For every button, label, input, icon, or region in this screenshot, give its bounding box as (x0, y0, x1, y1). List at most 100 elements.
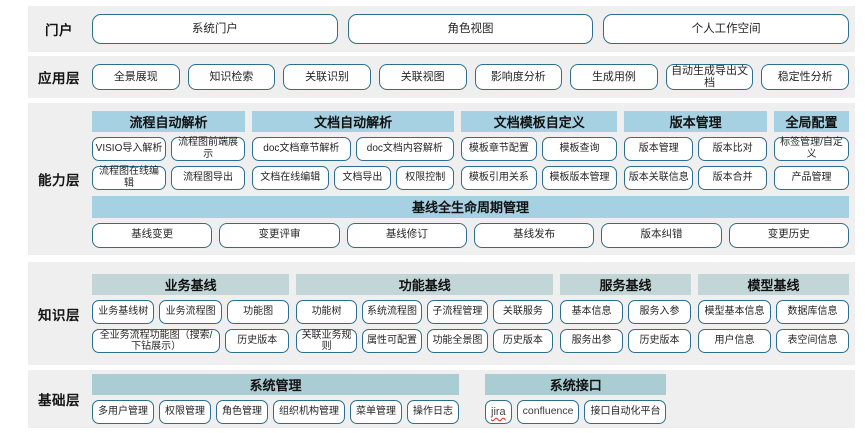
capability-item-node-doce69687e6a1a3e7aba0e88[interactable]: doc文档章节解析 (252, 136, 351, 161)
lifecycle-item-node-e59fbae7babfe58f91e5b883[interactable]: 基线发布 (473, 222, 595, 248)
knowledge-item-node-e58e86e58fb2e78988e69cac[interactable]: 历史版本 (492, 329, 554, 353)
app-item-node-e7949fe68890e794a8e4be8b[interactable]: 生成用例 (570, 64, 658, 90)
node-label: confluence (522, 405, 574, 418)
group-row: 关联业务规则属性可配置功能全景图历史版本 (296, 329, 554, 353)
capability-item-node-e78988e69cace6af94e5afb9[interactable]: 版本比对 (698, 136, 768, 161)
group-header: 全局配置 (774, 110, 849, 132)
foundation-item-node-confluence[interactable]: confluence (516, 400, 580, 424)
knowledge-group-node-e58a9fe883bde59fbae7babf: 功能基线功能树系统流程图子流程管理关联服务关联业务规则属性可配置功能全景图历史版… (296, 274, 554, 353)
portal-item-node-e8a792e889b2e8a786e59bbe[interactable]: 角色视图 (347, 14, 594, 44)
lifecycle-item-node-e58f98e69bb4e8af84e5aea1[interactable]: 变更评审 (219, 222, 340, 248)
knowledge-group-node-e4b89ae58aa1e59fbae7babf: 业务基线业务基线树业务流程图功能图全业务流程功能图（搜索/下钻展示）历史版本 (92, 274, 290, 353)
knowledge-item-node-e69c8de58aa1e585a5e58f82[interactable]: 服务入参 (628, 300, 691, 324)
foundation-item-node-e8a792e889b2e7aea1e79086[interactable]: 角色管理 (216, 400, 268, 424)
foundation-item-node-e7bb84e7bb87e69cbae69e84[interactable]: 组织机构管理 (273, 400, 345, 424)
capability-item-node-e69687e6a1a3e5afbce587ba[interactable]: 文档导出 (333, 165, 392, 190)
foundation-item-node-e69d83e99990e7aea1e79086[interactable]: 权限管理 (159, 400, 211, 424)
knowledge-item-node-e7b3bbe7bb9fe6b581e7a88b[interactable]: 系统流程图 (361, 300, 423, 324)
capability-item-node-e6b581e7a88be59bbee5898d[interactable]: 流程图前端展示 (171, 136, 246, 161)
app-item-node-e5bdb1e5938de5baa6e58886[interactable]: 影响度分析 (474, 64, 563, 90)
capability-item-node-e6b581e7a88be59bbee5afbc[interactable]: 流程图导出 (171, 165, 246, 190)
capability-group-node-e585a8e5b180e9858de7bdae: 全局配置标签管理/自定义产品管理 (774, 110, 849, 190)
knowledge-item-node-e58e86e58fb2e78988e69cac[interactable]: 历史版本 (225, 329, 290, 353)
knowledge-item-node-e58a9fe883bde59bbe[interactable]: 功能图 (226, 300, 290, 324)
knowledge-item-node-e59fbae69cace4bfa1e681af[interactable]: 基本信息 (560, 300, 624, 324)
layer-capability-label: 能力层 (38, 173, 80, 188)
capability-item-node-e6a087e7adbee7aea1e79086[interactable]: 标签管理/自定义 (774, 136, 849, 161)
lifecycle-item-node-e58f98e69bb4e58e86e58fb2[interactable]: 变更历史 (728, 222, 849, 248)
knowledge-item-node-e794a8e688b7e4bfa1e681af[interactable]: 用户信息 (697, 329, 771, 353)
capability-item-node-e6a8a1e69dbfe7aba0e88a82[interactable]: 模板章节配置 (461, 136, 537, 161)
capability-item-node-e6a8a1e69dbfe69fa5e8afa2[interactable]: 模板查询 (541, 136, 618, 161)
foundation-item-node-e68ea5e58fa3e887aae58aa8[interactable]: 接口自动化平台 (584, 400, 667, 424)
knowledge-item-node-e58a9fe883bde585a8e699af[interactable]: 功能全景图 (427, 329, 488, 353)
group-header: 业务基线 (92, 274, 290, 295)
capability-item-node-e69687e6a1a3e59ca8e7babf[interactable]: 文档在线编辑 (252, 165, 329, 190)
group-header: 版本管理 (624, 110, 768, 132)
knowledge-item-node-e585a8e4b89ae58aa1e6b581[interactable]: 全业务流程功能图（搜索/下钻展示） (92, 329, 221, 353)
knowledge-item-node-e4b89ae58aa1e6b581e7a88b[interactable]: 业务流程图 (159, 300, 222, 324)
knowledge-item-node-e5ad90e6b581e7a88be7aea1[interactable]: 子流程管理 (427, 300, 488, 324)
capability-item-node-doce69687e6a1a3e58685e5a[interactable]: doc文档内容解析 (355, 136, 455, 161)
lifecycle-item-node-e78988e69cace7baa0e99499[interactable]: 版本纠错 (601, 222, 722, 248)
knowledge-item-node-e4b89ae58aa1e59fbae7babf[interactable]: 业务基线树 (92, 300, 155, 324)
node-label: jira (491, 405, 506, 418)
capability-item-node-e6a8a1e69dbfe78988e69cac[interactable]: 模板版本管理 (541, 165, 618, 190)
capability-item-node-e6a8a1e69dbfe5bc95e794a8[interactable]: 模板引用关系 (461, 165, 537, 190)
group-header: 流程自动解析 (92, 110, 246, 132)
layer-knowledge-label: 知识层 (38, 307, 80, 323)
capability-item-node-visioe5afbce585a5e8a7a3e[interactable]: VISIO导入解析 (92, 136, 167, 161)
knowledge-item-node-e58e86e58fb2e78988e69cac[interactable]: 历史版本 (628, 329, 691, 353)
app-item-node-e585b3e88194e8af86e588ab[interactable]: 关联识别 (283, 64, 371, 90)
foundation-item-node-e6938de4bd9ce697a5e5bf97[interactable]: 操作日志 (407, 400, 459, 424)
group-row: 流程图在线编辑流程图导出 (92, 165, 246, 190)
capability-item-node-e4baa7e59381e7aea1e79086[interactable]: 产品管理 (774, 165, 849, 190)
knowledge-item-node-e585b3e88194e4b89ae58aa1[interactable]: 关联业务规则 (296, 329, 357, 353)
app-item-node-e7a8b3e5ae9ae680a7e58886[interactable]: 稳定性分析 (761, 64, 849, 90)
layer-application: 应用层 全景展现知识检索关联识别关联视图影响度分析生成用例自动生成导出文档稳定性… (28, 56, 855, 98)
capability-item-node-e6b581e7a88be59bbee59ca8[interactable]: 流程图在线编辑 (92, 165, 167, 190)
group-row: 模板引用关系模板版本管理 (461, 165, 618, 190)
group-header: 文档自动解析 (252, 110, 455, 132)
app-item-node-e79fa5e8af86e6a380e7b4a2[interactable]: 知识检索 (187, 64, 276, 90)
group-row: 服务出参历史版本 (560, 329, 691, 353)
knowledge-item-node-e585b3e88194e69c8de58aa1[interactable]: 关联服务 (492, 300, 554, 324)
app-item-node-e887aae58aa8e7949fe68890[interactable]: 自动生成导出文档 (665, 64, 754, 90)
knowledge-item-node-e695b0e68daee5ba93e4bfa1[interactable]: 数据库信息 (776, 300, 850, 324)
group-header: 服务基线 (560, 274, 691, 295)
group-header: 文档模板自定义 (461, 110, 618, 132)
group-row: 用户信息表空间信息 (697, 329, 850, 353)
layer-foundation-label: 基础层 (38, 393, 80, 408)
knowledge-item-node-e58a9fe883bde6a091[interactable]: 功能树 (296, 300, 357, 324)
capability-item-node-e78988e69cace7aea1e79086[interactable]: 版本管理 (624, 136, 694, 161)
group-row: 模型基本信息数据库信息 (697, 300, 850, 324)
portal-item-node-e4b8aae4babae5b7a5e4bd9c[interactable]: 个人工作空间 (603, 14, 850, 44)
knowledge-item-node-e8a1a8e7a9bae997b4e4bfa1[interactable]: 表空间信息 (776, 329, 850, 353)
group-header: 系统管理 (92, 374, 459, 395)
lifecycle-item-node-e59fbae7babfe4bfaee8aea2[interactable]: 基线修订 (346, 222, 467, 248)
layer-application-label: 应用层 (38, 71, 80, 86)
app-item-node-e585b3e88194e8a786e59bbe[interactable]: 关联视图 (378, 64, 467, 90)
foundation-item-node-e5a49ae794a8e688b7e7aea1[interactable]: 多用户管理 (92, 400, 154, 424)
foundation-item-node-jira[interactable]: jira (485, 400, 512, 424)
knowledge-item-node-e69c8de58aa1e587bae58f82[interactable]: 服务出参 (560, 329, 624, 353)
app-item-node-e585a8e699afe5b195e78eb0[interactable]: 全景展现 (92, 64, 180, 90)
group-row: 产品管理 (774, 165, 849, 190)
lifecycle-item-node-e59fbae7babfe58f98e69bb4[interactable]: 基线变更 (92, 222, 213, 248)
portal-item-node-e7b3bbe7bb9fe997a8e688b7[interactable]: 系统门户 (92, 14, 338, 44)
capability-item-node-e69d83e99990e68ea7e588b6[interactable]: 权限控制 (396, 165, 455, 190)
knowledge-item-node-e5b19ee680a7e58fafe9858d[interactable]: 属性可配置 (361, 329, 423, 353)
capability-item-node-e78988e69cace585b3e88194[interactable]: 版本关联信息 (624, 165, 694, 190)
group-row: 模板章节配置模板查询 (461, 136, 618, 161)
layer-portal: 门户 系统门户角色视图个人工作空间 (28, 6, 855, 52)
capability-item-node-e78988e69cace59088e5b9b6[interactable]: 版本合并 (698, 165, 768, 190)
knowledge-item-node-e6a8a1e59e8be59fbae69cac[interactable]: 模型基本信息 (697, 300, 771, 324)
foundation-item-node-e88f9ce58d95e7aea1e79086[interactable]: 菜单管理 (350, 400, 402, 424)
